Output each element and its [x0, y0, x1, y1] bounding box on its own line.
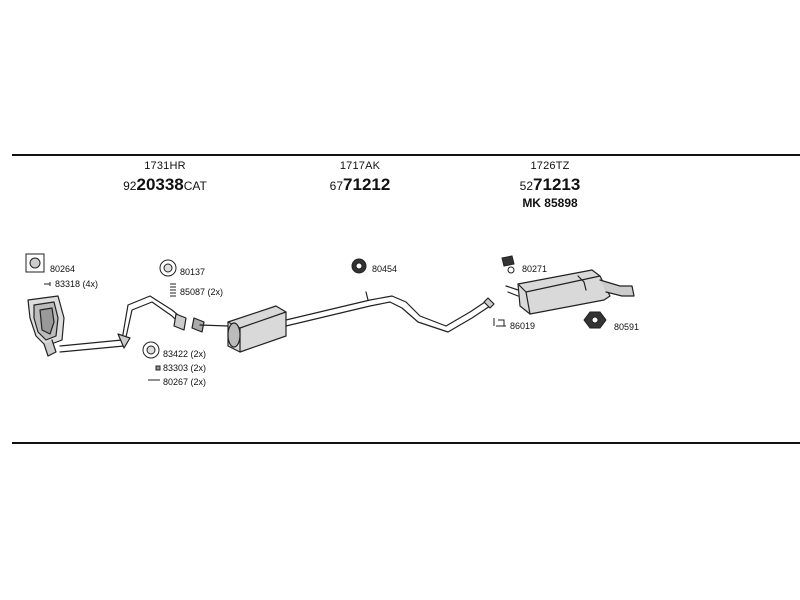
part-label: 80264: [50, 264, 76, 274]
section-code: 1726TZ: [530, 160, 570, 172]
clamp-ring-icon: [142, 341, 160, 359]
part-number: 9220338CAT: [123, 175, 207, 194]
part-label: 83422 (2x): [163, 349, 207, 359]
ring-icon: [159, 259, 177, 277]
section-code: 1731HR: [144, 160, 186, 172]
catalytic-converter: [27, 295, 65, 357]
part-label: 83318 (4x): [55, 279, 99, 289]
part-number: 6771212: [329, 175, 391, 194]
part-label: 85087 (2x): [180, 287, 224, 297]
middle-pipe: [285, 291, 495, 333]
middle-silencer: [227, 305, 287, 353]
section-front-header: 1731HR 9220338CAT: [110, 160, 220, 195]
spring-icon: [170, 283, 176, 297]
nut-icon: [155, 365, 161, 371]
part-label: 80591: [614, 322, 640, 332]
bracket-mount-icon: [583, 311, 607, 329]
bolt-icon: [44, 282, 51, 286]
mounting-kit-number: MK 85898: [522, 196, 578, 210]
gasket-icon: [25, 253, 45, 273]
hanger-icon: [501, 255, 515, 274]
flange-clamp: [191, 317, 229, 333]
part-number: 5271213: [519, 175, 581, 194]
part-label: 80137: [180, 267, 206, 277]
part-label: 86019: [510, 321, 536, 331]
front-pipe: [59, 295, 187, 353]
rubber-mount-icon: [351, 258, 367, 274]
part-label: 80267 (2x): [163, 377, 207, 387]
section-code: 1717AK: [339, 160, 381, 172]
part-label: 80454: [372, 264, 398, 274]
rear-silencer: [505, 269, 635, 315]
top-divider: [12, 154, 800, 156]
part-label: 83303 (2x): [163, 363, 207, 373]
pipe-clamp-icon: [493, 318, 506, 327]
section-middle-header: 1717AK 6771212: [305, 160, 415, 195]
section-rear-header: 1726TZ 5271213 MK 85898: [495, 160, 605, 210]
part-label: 80271: [522, 264, 548, 274]
bottom-divider: [12, 442, 800, 444]
